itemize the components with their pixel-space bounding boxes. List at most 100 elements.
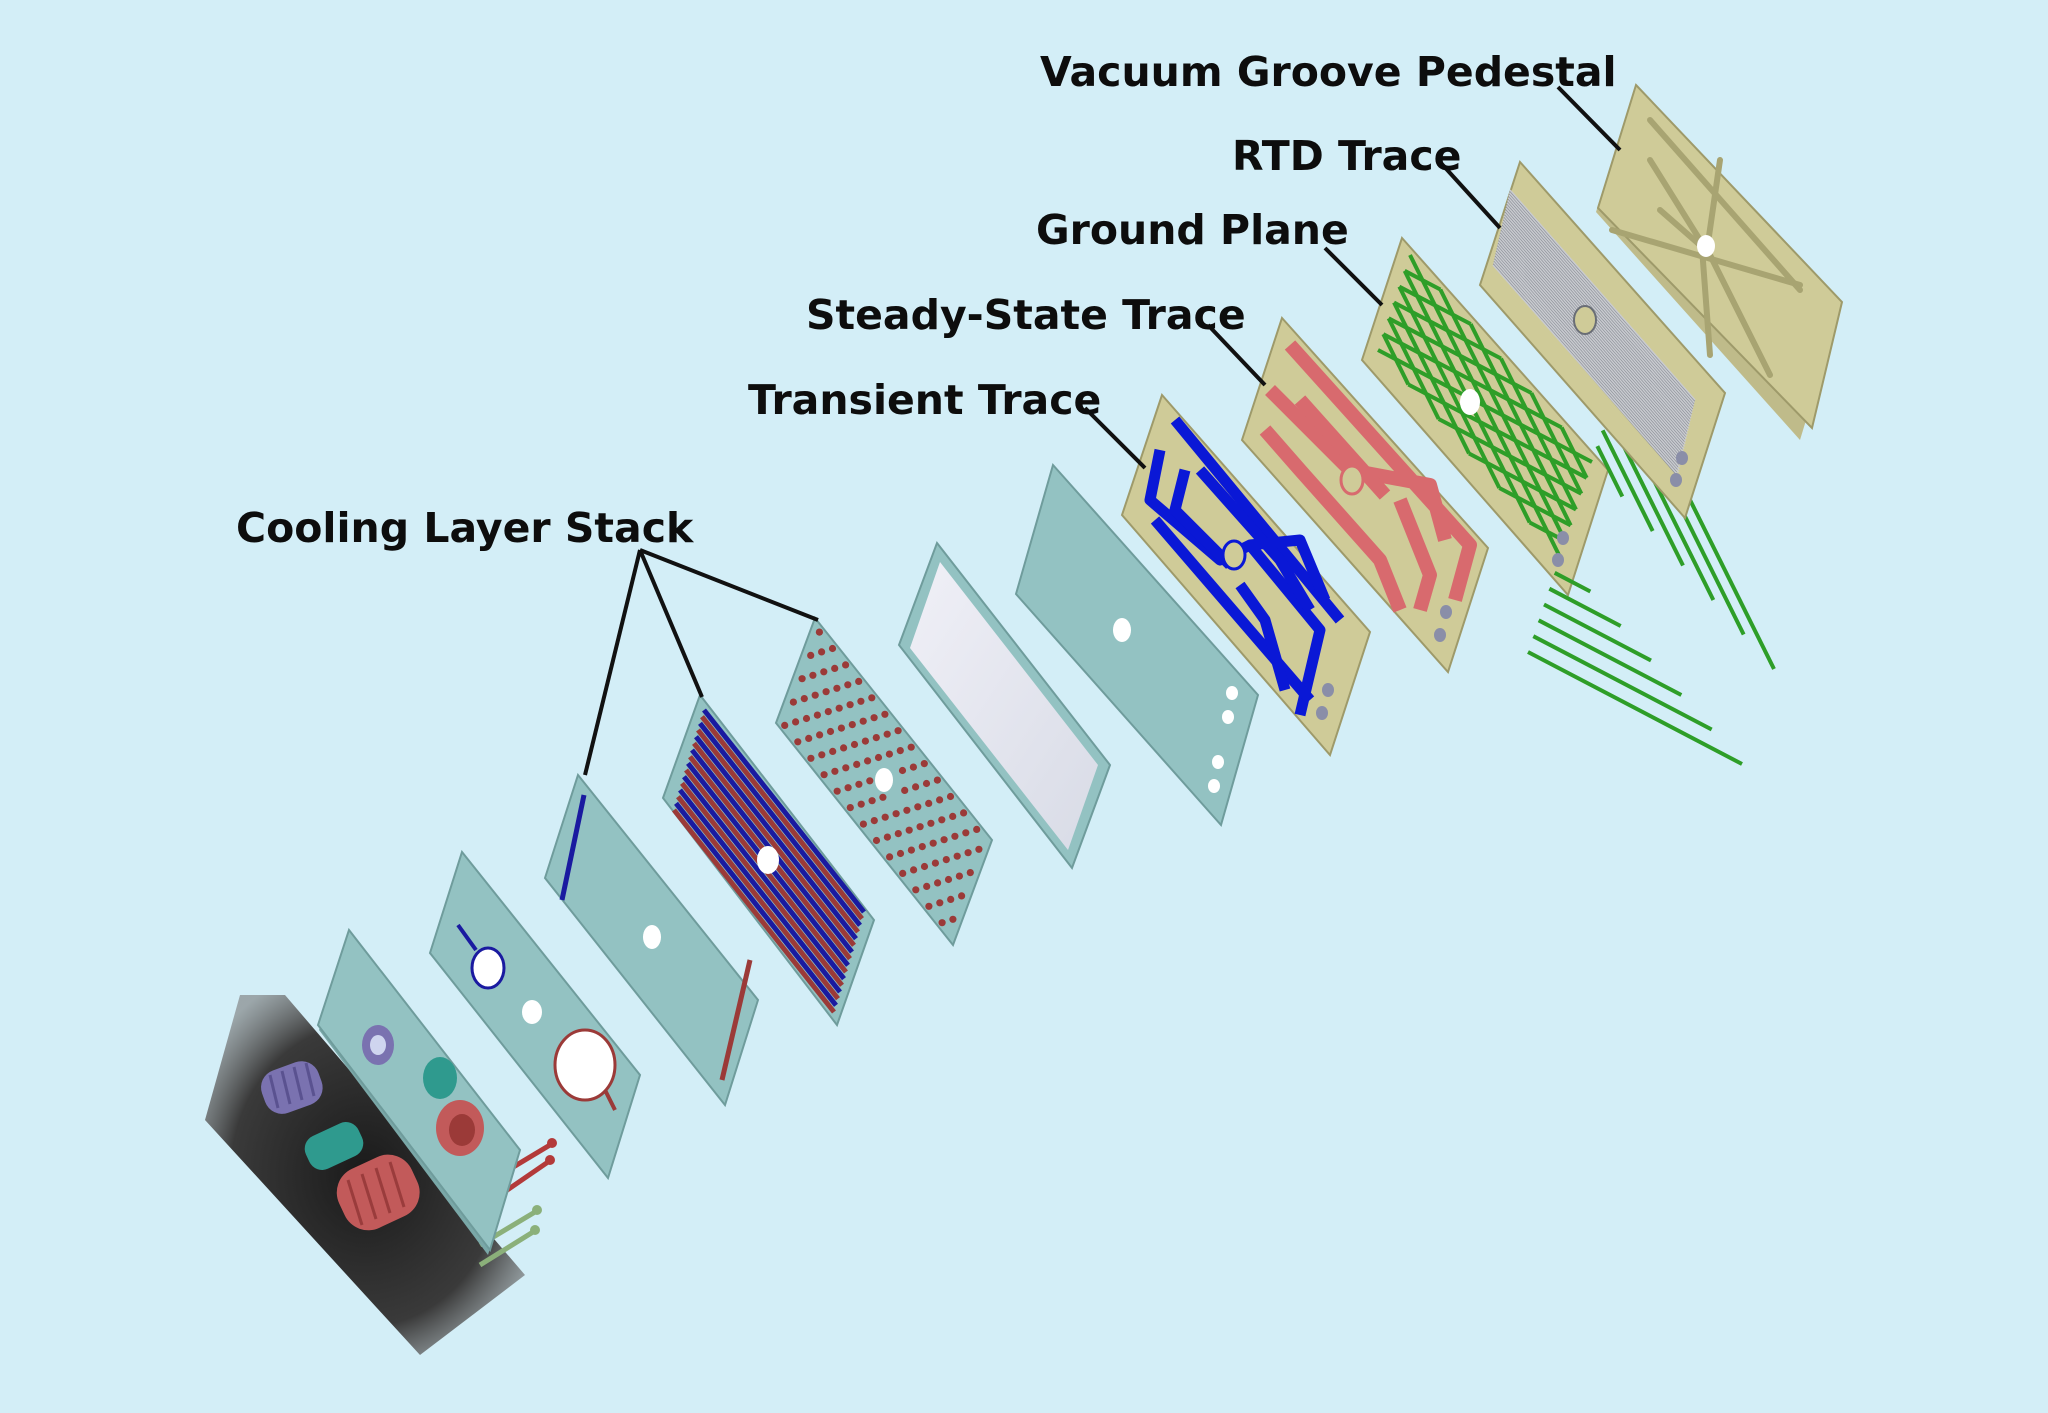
coolant-hole-dot xyxy=(864,757,872,765)
layer-2-port-plate xyxy=(428,849,642,1181)
coolant-hole-dot xyxy=(857,697,865,705)
coolant-hole-dot xyxy=(947,895,955,904)
rtd-line xyxy=(1504,210,1691,422)
rods xyxy=(478,1138,557,1268)
mesh-line xyxy=(1548,586,1622,628)
coolant-hole-dot xyxy=(840,744,848,752)
rtd-line xyxy=(1493,261,1680,473)
coolant-hole-dot xyxy=(892,810,900,818)
rtd-line xyxy=(1492,264,1679,476)
layer-5-dot-plate xyxy=(774,615,994,948)
label-cooling-layer-stack: Cooling Layer Stack xyxy=(236,504,695,552)
coolant-hole-dot xyxy=(872,836,881,845)
coolant-hole-dot xyxy=(951,832,959,840)
coolant-hole-dot xyxy=(883,833,892,841)
coolant-hole-dot xyxy=(816,731,824,739)
coolant-hole-dot xyxy=(907,846,916,854)
rtd-line xyxy=(1505,207,1692,419)
coolant-hole-dot xyxy=(874,753,883,762)
coolant-hole-dot xyxy=(846,804,854,812)
rtd-line xyxy=(1497,241,1684,453)
labels: Vacuum Groove Pedestal RTD Trace Ground … xyxy=(236,48,1617,552)
coolant-hole-dot xyxy=(792,718,800,726)
teal-fitting xyxy=(304,1122,364,1170)
coolant-hole-dot xyxy=(868,797,876,805)
coolant-hole-dot xyxy=(936,899,944,907)
mesh-line xyxy=(1499,357,1578,511)
coolant-hole-dot xyxy=(958,892,966,900)
rtd-line xyxy=(1508,192,1695,404)
rtd-line xyxy=(1506,202,1693,414)
coolant-hole-dot xyxy=(820,771,828,779)
coolant-hole-dot xyxy=(973,825,981,834)
mesh-line xyxy=(1529,392,1584,495)
coolant-hole-dot xyxy=(946,792,955,801)
rtd-trace-lines xyxy=(1492,189,1696,476)
channel-stripe xyxy=(682,775,846,981)
coolant-hole-dot xyxy=(844,784,852,792)
coolant-hole-dot xyxy=(920,760,928,768)
coolant-hole-dot xyxy=(944,875,953,884)
coolant-hole-dot xyxy=(929,839,937,847)
coolant-hole-dot xyxy=(837,724,846,732)
coolant-hole-dot xyxy=(912,783,920,791)
label-transient-trace: Transient Trace xyxy=(748,376,1101,424)
label-vacuum-groove-pedestal: Vacuum Groove Pedestal xyxy=(1040,48,1617,96)
coolant-hole-dot xyxy=(918,843,926,851)
rtd-line xyxy=(1498,236,1686,448)
rtd-line xyxy=(1507,199,1694,411)
leader-cooling-3 xyxy=(639,548,819,622)
layer-11-rtd-trace xyxy=(1478,160,1727,520)
coolant-hole-dot xyxy=(925,799,933,808)
coolant-hole-dot xyxy=(835,704,843,712)
leader-ground-plane xyxy=(1323,246,1384,307)
coolant-hole-dot xyxy=(910,866,918,874)
mesh-line xyxy=(1559,426,1589,479)
coolant-hole-dot xyxy=(831,767,839,775)
rtd-line xyxy=(1497,243,1684,455)
layer-1-manifold-plate xyxy=(316,927,522,1255)
channel-stripe xyxy=(692,741,856,947)
coolant-hole-dot xyxy=(868,694,876,702)
rtd-line xyxy=(1504,212,1691,424)
coolant-hole-dot xyxy=(824,708,832,716)
coolant-hole-dot xyxy=(842,764,850,772)
coolant-hole-dot xyxy=(844,681,852,689)
transient-trace-path xyxy=(1144,416,1345,717)
coolant-hole-dot xyxy=(809,671,817,679)
channel-stripe xyxy=(700,715,864,921)
coolant-hole-dot xyxy=(966,869,974,877)
channel-stripe xyxy=(672,808,836,1014)
coolant-hole-dot xyxy=(907,743,915,751)
coolant-hole-dot xyxy=(811,691,819,699)
coolant-hole-dot xyxy=(901,786,909,795)
coolant-hole-dot xyxy=(798,675,806,683)
coolant-hole-dot xyxy=(903,806,911,814)
coolant-hole-dot xyxy=(866,777,874,785)
coolant-hole-dot xyxy=(870,714,878,722)
coolant-hole-dot xyxy=(949,915,957,923)
coolant-hole-dot xyxy=(953,852,961,860)
coolant-hole-dot xyxy=(896,747,904,755)
rtd-line xyxy=(1501,225,1688,437)
coolant-hole-dot xyxy=(807,754,815,762)
steady-state-trace-path xyxy=(1259,340,1477,613)
leader-cooling-1 xyxy=(583,549,642,776)
coolant-hole-dot xyxy=(826,727,835,736)
rtd-line xyxy=(1498,238,1685,450)
coolant-hole-dot xyxy=(909,763,918,771)
vacuum-grooves xyxy=(1609,117,1803,378)
coolant-hole-dot xyxy=(870,817,878,825)
coolant-hole-dot xyxy=(828,644,837,653)
coolant-hole-dot xyxy=(881,813,889,821)
coolant-hole-dot xyxy=(820,668,828,676)
coolant-hole-dot xyxy=(850,740,859,749)
rtd-line xyxy=(1501,223,1688,435)
leader-lines xyxy=(583,85,1622,776)
coolant-hole-dot xyxy=(861,737,870,745)
coolant-hole-dot xyxy=(894,727,902,735)
rtd-line xyxy=(1505,205,1693,417)
rtd-line xyxy=(1507,197,1694,409)
coolant-hole-dot xyxy=(916,823,924,831)
